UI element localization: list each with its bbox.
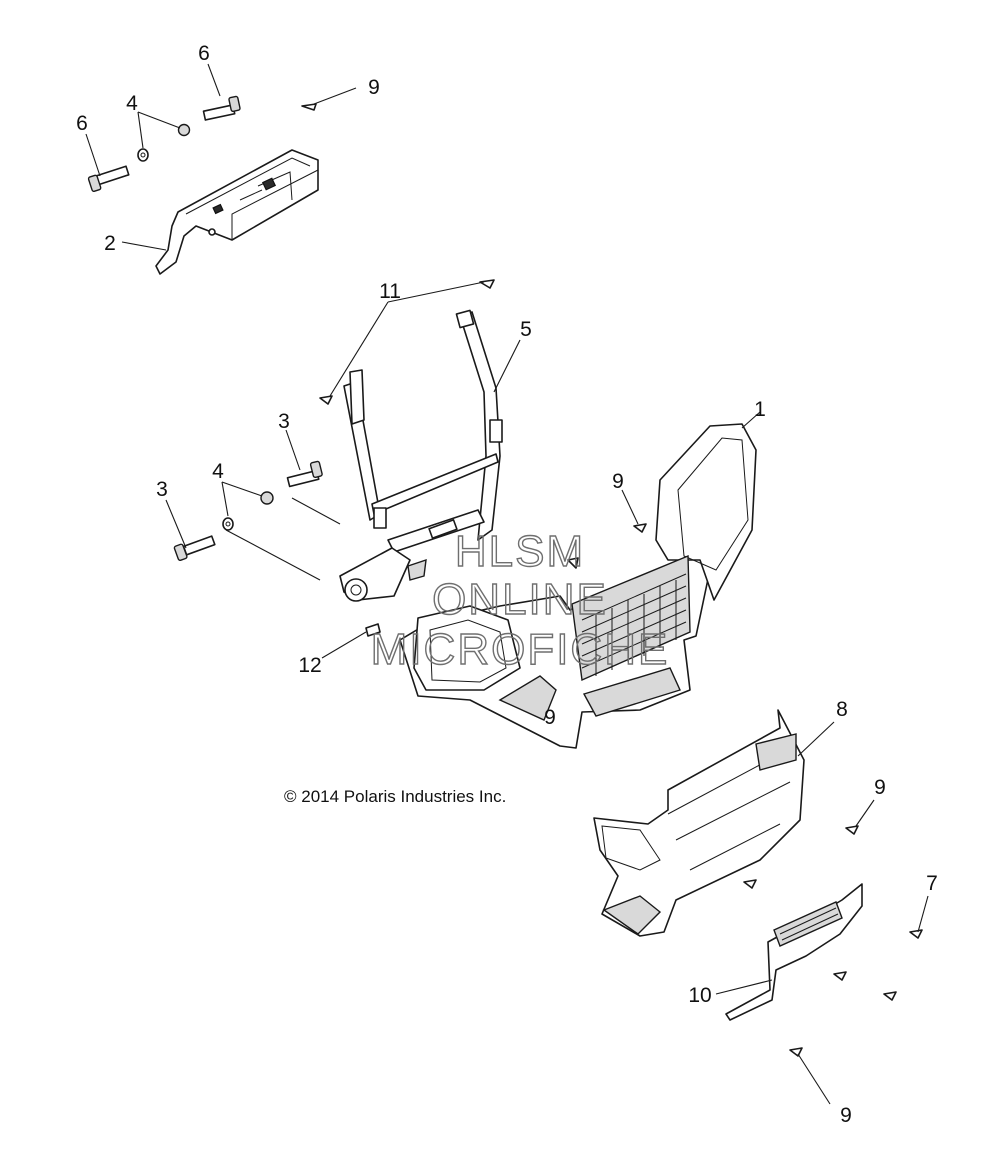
watermark-line-1: HLSM	[455, 527, 585, 576]
clip-part-12	[365, 623, 381, 637]
callout-8: 8	[836, 698, 848, 721]
tube-frame-part-5	[339, 309, 503, 602]
callout-3: 3	[156, 478, 168, 501]
front-fascia-part-1	[399, 423, 757, 749]
callout-9: 9	[840, 1104, 852, 1127]
callout-9: 9	[368, 76, 380, 99]
callout-4: 4	[126, 92, 138, 115]
callout-12: 12	[298, 654, 321, 677]
bolt-part-6-left	[87, 165, 130, 193]
callout-10: 10	[688, 984, 711, 1007]
skid-plate-part-10	[725, 825, 923, 1057]
callout-4: 4	[212, 460, 224, 483]
grille-mesh	[581, 573, 687, 676]
callout-6: 6	[198, 42, 210, 65]
callout-5: 5	[520, 318, 532, 341]
nut-part-4-lower	[222, 491, 274, 531]
watermark-line-3: MICROFICHE	[371, 625, 670, 674]
lower-panel-part-8	[593, 709, 805, 937]
screw-part-9-upper	[301, 103, 317, 111]
watermark-line-2: ONLINE	[432, 575, 608, 624]
callout-9: 9	[544, 706, 556, 729]
callouts: 6 9 6 4 2 11 5 1 3 4 3 9 12 9 8 9 7 10 9	[76, 42, 938, 1127]
callout-9: 9	[612, 470, 624, 493]
callout-2: 2	[104, 232, 116, 255]
bolt-part-6-upper	[202, 95, 241, 121]
callout-6: 6	[76, 112, 88, 135]
nut-part-4-upper	[137, 123, 191, 162]
bracket-part-2	[155, 149, 319, 275]
watermark: HLSM ONLINE MICROFICHE	[370, 526, 670, 674]
screw-part-9-center	[567, 523, 647, 569]
callout-9: 9	[874, 776, 886, 799]
callout-3: 3	[278, 410, 290, 433]
leader-lines	[85, 63, 929, 1105]
bolt-part-3-upper	[286, 460, 323, 488]
callout-7: 7	[926, 872, 938, 895]
callout-1: 1	[754, 398, 766, 421]
bolt-part-3-lower	[173, 535, 216, 562]
callout-11: 11	[379, 280, 401, 303]
copyright-text: © 2014 Polaris Industries Inc.	[284, 787, 506, 806]
